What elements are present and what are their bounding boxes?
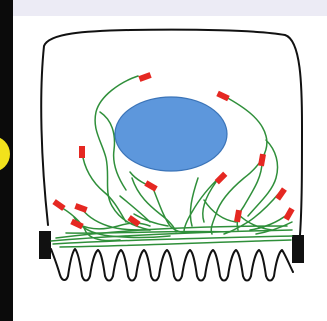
- red-marker: [283, 207, 294, 220]
- red-marker: [74, 203, 87, 213]
- filament: [184, 176, 221, 232]
- filament: [190, 178, 198, 226]
- filament: [82, 152, 126, 222]
- filament: [152, 186, 196, 233]
- red-marker: [216, 91, 229, 102]
- nucleus: [115, 97, 227, 171]
- red-marker: [234, 210, 242, 223]
- red-marker: [79, 146, 85, 158]
- top-strip: [0, 0, 327, 16]
- red-marker: [138, 72, 151, 82]
- filament: [57, 205, 120, 241]
- right-junction-block: [292, 235, 304, 263]
- wavy-bottom-boundary: [51, 249, 293, 281]
- filament: [53, 236, 292, 244]
- left-junction-block: [39, 231, 51, 259]
- red-marker: [144, 180, 157, 191]
- filament: [224, 192, 280, 234]
- red-marker: [258, 154, 266, 167]
- filament: [60, 240, 291, 247]
- red-marker: [275, 187, 287, 200]
- filament: [237, 162, 262, 230]
- filament: [248, 140, 278, 216]
